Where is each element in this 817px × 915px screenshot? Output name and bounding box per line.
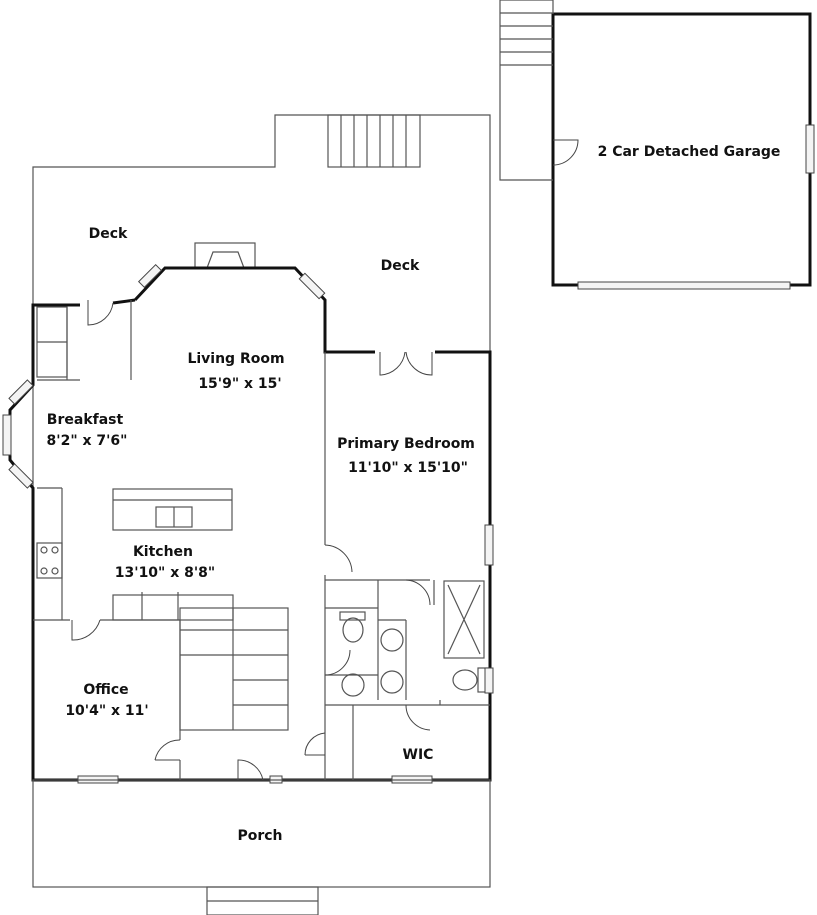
garage-stairs	[499, 0, 554, 181]
garage-door	[552, 139, 579, 166]
room-label-breakfast: Breakfast	[47, 412, 124, 428]
room-label-deck: Deck	[381, 258, 420, 274]
room-label-primary-bedroom: Primary Bedroom	[337, 436, 475, 452]
room-label-deck: Deck	[89, 226, 128, 242]
deck-stairs	[327, 114, 421, 168]
room-label-porch: Porch	[237, 828, 282, 844]
room-label-living-room: Living Room	[187, 351, 284, 367]
interior-walls	[33, 300, 490, 780]
room-label-garage: 2 Car Detached Garage	[598, 144, 781, 160]
room-label-wic: WIC	[403, 747, 434, 763]
room-size-breakfast: 8'2" x 7'6"	[47, 433, 128, 449]
porch-steps	[206, 886, 319, 915]
room-size-living-room: 15'9" x 15'	[198, 376, 281, 392]
doors	[71, 300, 433, 781]
deck-outline	[32, 114, 491, 780]
fireplace	[194, 242, 256, 269]
room-label-kitchen: Kitchen	[133, 544, 193, 560]
room-size-office: 10'4" x 11'	[65, 703, 148, 719]
room-size-primary-bedroom: 11'10" x 15'10"	[348, 460, 468, 476]
room-size-kitchen: 13'10" x 8'8"	[115, 565, 215, 581]
room-label-office: Office	[83, 682, 128, 698]
garage-overhead-door	[577, 281, 791, 290]
garage-window	[805, 124, 815, 174]
